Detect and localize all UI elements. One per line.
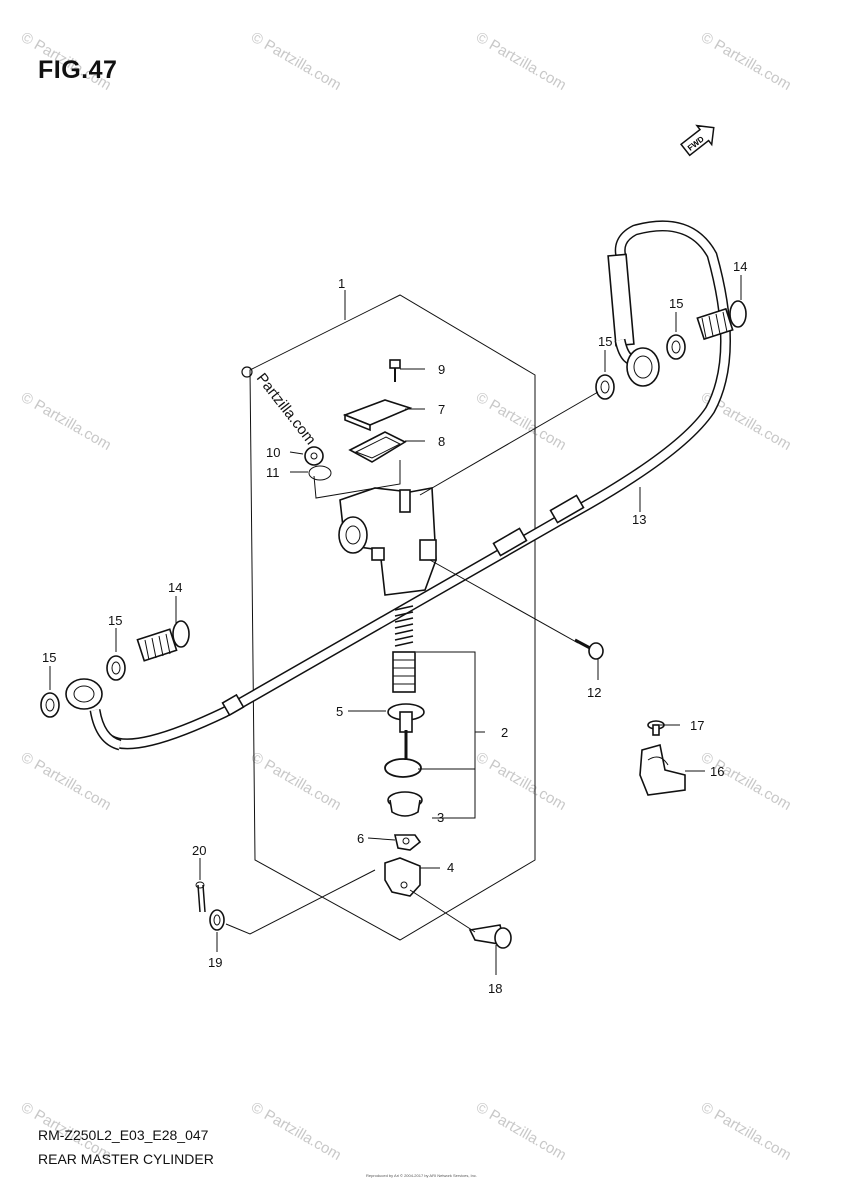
hose-clamp [639,743,686,796]
callout-14: 14 [168,580,182,595]
figure-name: REAR MASTER CYLINDER [38,1151,214,1167]
leader-lines [49,275,742,975]
callout-9: 9 [438,362,445,377]
cotter-pin [195,881,206,913]
washer [666,334,686,360]
callout-5: 5 [336,704,343,719]
figure-title: FIG.47 [38,56,118,84]
hose-joint [304,446,324,466]
assembly-outline [249,294,536,941]
callout-15: 15 [42,650,56,665]
watermark-layer: © Partzilla.com © Partzilla.com © Partzi… [18,29,794,1164]
washer [106,655,126,681]
watermark: © Partzilla.com [248,749,344,814]
callout-1: 1 [338,276,345,291]
watermark: © Partzilla.com [18,389,114,454]
callout-3: 3 [437,810,444,825]
clevis-pin [468,924,512,949]
lock-nut [393,834,422,851]
union-bolt-left [136,620,190,662]
center-brand-text: Partzilla.com [253,370,319,448]
callout-16: 16 [710,764,724,779]
watermark: © Partzilla.com [698,749,794,814]
watermark: © Partzilla.com [18,749,114,814]
callout-12: 12 [587,685,601,700]
callout-20: 20 [192,843,206,858]
circlip [308,465,332,481]
watermark: © Partzilla.com [473,749,569,814]
watermark: © Partzilla.com [248,1099,344,1164]
watermark: © Partzilla.com [698,29,794,94]
watermark: © Partzilla.com [473,1099,569,1164]
clevis [384,857,421,897]
reservoir-cap [342,399,413,432]
watermark: © Partzilla.com [698,1099,794,1164]
washer [595,374,615,400]
callout-11: 11 [266,465,280,480]
pin-washer [209,909,225,931]
watermark: © Partzilla.com [473,29,569,94]
callout-7: 7 [438,402,445,417]
piston-spring [392,605,416,693]
callout-15: 15 [108,613,122,628]
snap-ring [384,758,422,778]
callout-18: 18 [488,981,502,996]
diaphragm [348,431,407,463]
callout-2: 2 [501,725,508,740]
mounting-bolt [574,638,604,660]
boot [387,791,423,817]
callout-4: 4 [447,860,454,875]
clamp-screw [647,720,665,736]
callout-6: 6 [357,831,364,846]
fwd-arrow-icon: FWD [680,124,715,157]
callout-15: 15 [598,334,612,349]
callout-17: 17 [690,718,704,733]
model-code: RM-Z250L2_E03_E28_047 [38,1127,209,1143]
callout-8: 8 [438,434,445,449]
cap-screw [389,359,401,382]
callout-15: 15 [669,296,683,311]
washer [40,692,60,718]
callout-10: 10 [266,445,280,460]
callout-19: 19 [208,955,222,970]
callout-14: 14 [733,259,747,274]
pushrod [387,703,425,760]
brake-hose [65,220,731,751]
watermark: © Partzilla.com [248,29,344,94]
watermark: © Partzilla.com [473,389,569,454]
callouts: 1 2 3 4 5 6 7 8 9 10 11 12 13 14 14 15 1… [42,259,747,996]
center-brand: Partzilla.com [241,366,319,448]
union-bolt-top [696,300,747,341]
master-cylinder-body [338,487,437,596]
callout-13: 13 [632,512,646,527]
copyright-notice: Reproduced by Ari © 2004-2017 by ARI Net… [366,1173,478,1178]
